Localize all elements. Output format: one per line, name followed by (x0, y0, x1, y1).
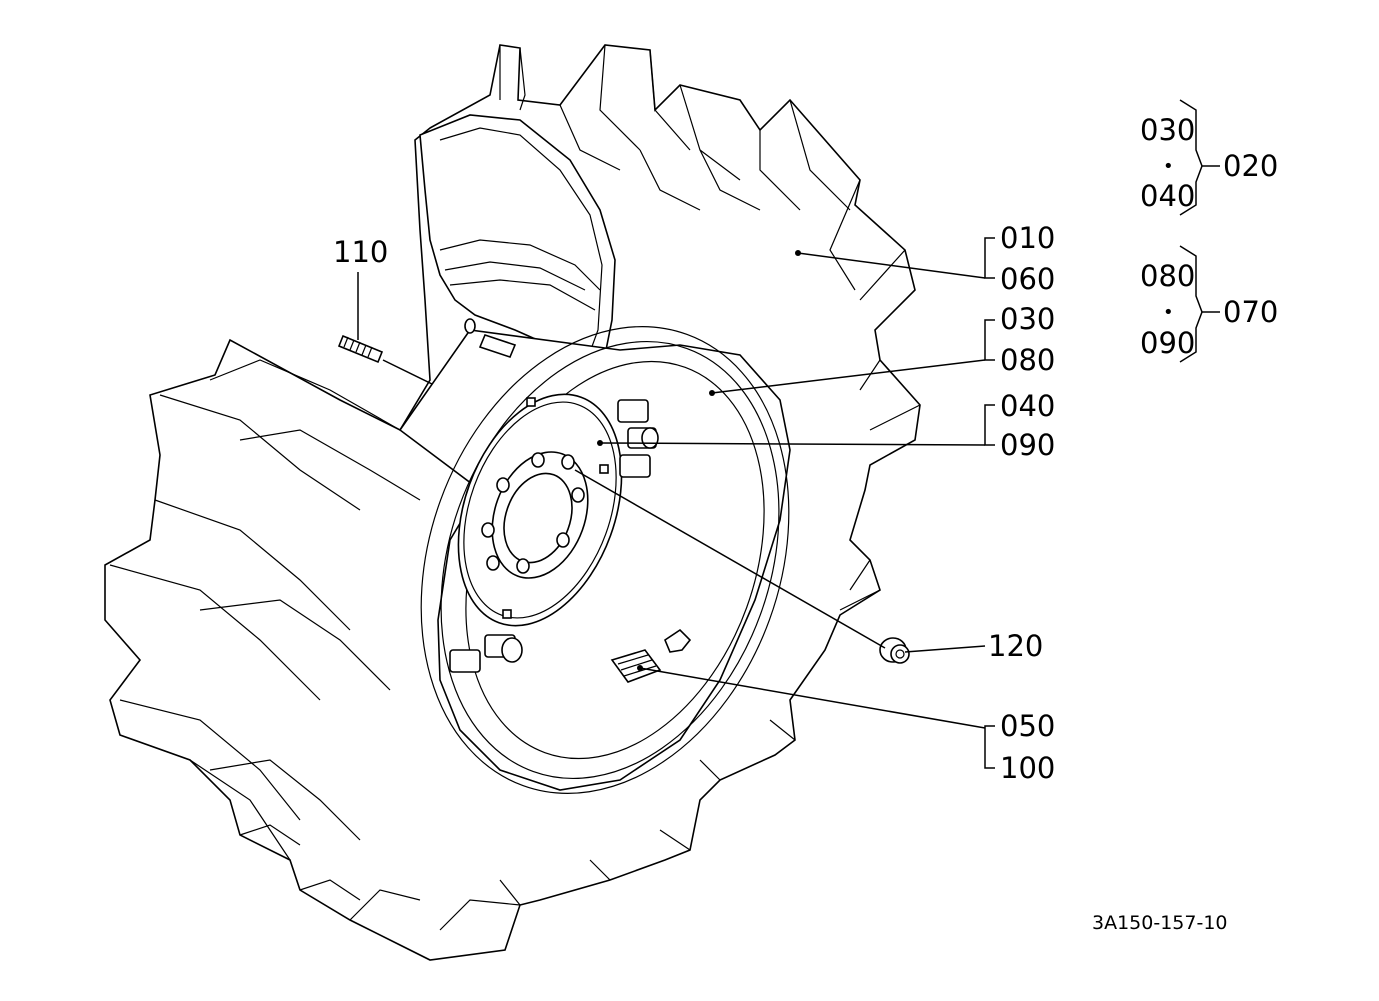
callout-030: 030 (1000, 302, 1055, 336)
legend2-bottom: 090 (1140, 326, 1195, 360)
disc-hole (526, 397, 536, 407)
nut (879, 637, 910, 664)
callout-050: 050 (1000, 709, 1055, 743)
disc-hole (599, 464, 609, 474)
stud-bolt (337, 318, 517, 364)
legend1-assembly: 020 (1223, 149, 1278, 183)
legend2-dot: • (1163, 302, 1174, 323)
callout-090: 090 (1000, 428, 1055, 462)
legend1-top: 030 (1140, 113, 1195, 147)
callout-110: 110 (333, 235, 388, 269)
legend1-bottom: 040 (1140, 179, 1195, 213)
valve-and-label (610, 628, 692, 683)
legend1-dot: • (1163, 156, 1174, 177)
drawing-code: 3A150-157-10 (1092, 912, 1228, 934)
assembly-legend: 030 • 040 020 080 • 090 070 (1140, 99, 1278, 363)
callout-060: 060 (1000, 262, 1055, 296)
callout-labels: 110 010 060 030 080 040 090 120 050 100 (333, 221, 1055, 785)
callout-120: 120 (988, 629, 1043, 663)
callout-010: 010 (1000, 221, 1055, 255)
disc-hole (502, 609, 512, 619)
callout-100: 100 (1000, 751, 1055, 785)
leader-lines (357, 237, 995, 769)
fender (419, 114, 616, 366)
legend2-assembly: 070 (1223, 295, 1278, 329)
legend2-top: 080 (1140, 259, 1195, 293)
hub (457, 393, 623, 627)
callout-080: 080 (1000, 343, 1055, 377)
callout-040: 040 (1000, 389, 1055, 423)
bolt-holes (481, 452, 585, 574)
